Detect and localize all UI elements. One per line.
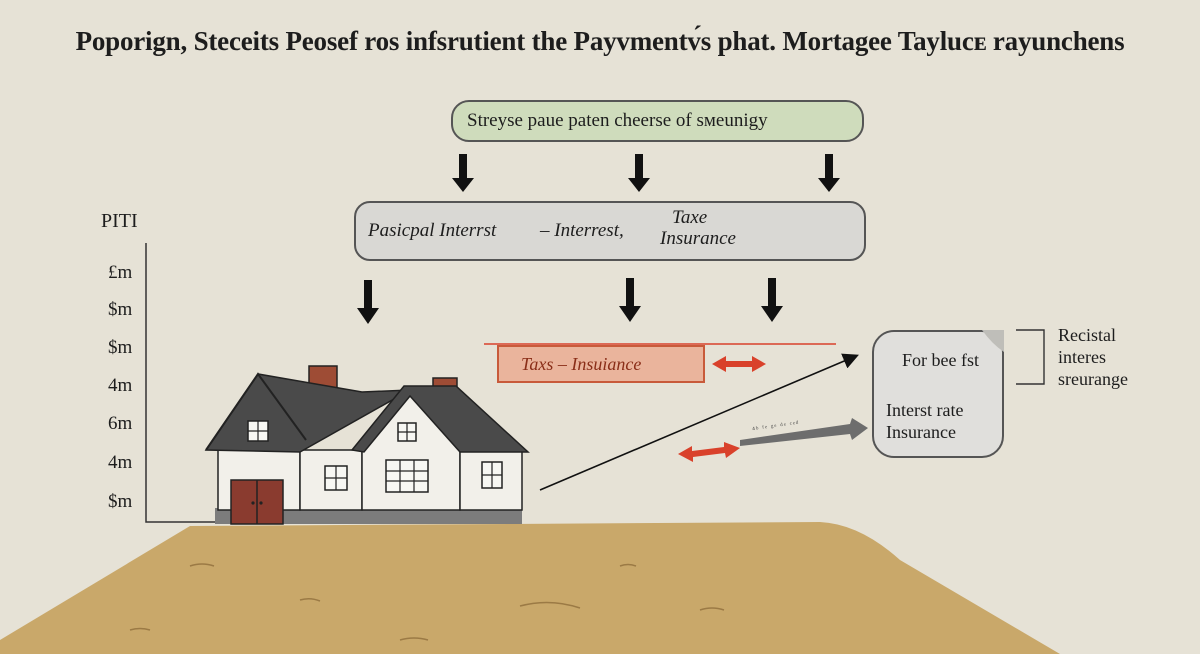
- y-tick-label: $m: [108, 299, 133, 320]
- right-box-line2: Interst rate: [886, 400, 964, 420]
- down-arrow-icon: [357, 278, 783, 324]
- side-note-line: Recistal: [1058, 325, 1116, 345]
- taxes-insurance-box: Taxs – Insuiance: [497, 345, 705, 383]
- insurance-label: Insurance: [660, 228, 736, 249]
- side-note: Recistal interes sreurange: [1058, 324, 1128, 390]
- bracket-line: [1016, 329, 1045, 385]
- grey-arrow-icon: [740, 418, 868, 446]
- rate-insurance-box: For bee fst Interst rate Insurance: [872, 330, 1004, 458]
- y-tick-label: 4m: [108, 452, 133, 473]
- y-axis-label: PITI: [101, 210, 138, 232]
- right-box-line1: For bee fst: [902, 350, 979, 370]
- interest-label: – Interrest,: [540, 220, 624, 241]
- y-tick-label: $m: [108, 491, 133, 512]
- page-title: Poporign, Steceits Peosef ros infsrutien…: [75, 26, 1125, 56]
- right-box-line3: Insurance: [886, 422, 956, 442]
- y-axis-line: [145, 243, 215, 523]
- page-curl-icon: [982, 330, 1004, 352]
- side-note-line: interes: [1058, 347, 1106, 367]
- y-tick-label: 4m: [108, 375, 133, 396]
- y-tick-label: £m: [108, 262, 133, 283]
- ground: [0, 522, 1060, 654]
- principal-interest-label: Pasicpal Interrst: [368, 220, 497, 241]
- house-illustration: [204, 365, 530, 525]
- taxes-insurance-text: Taxs – Insuiance: [521, 353, 642, 374]
- top-box-text: Streyse paue paten cheerse of sᴍeunigy: [467, 110, 768, 131]
- double-arrow-icon: [678, 442, 740, 462]
- taxes-label: Taxe: [672, 207, 708, 228]
- piti-components-box: Pasicpal Interrst – Interrest, Taxe Insu…: [354, 201, 866, 261]
- trend-arrow: [539, 353, 859, 491]
- y-tick-label: 6m: [108, 413, 133, 434]
- top-summary-box: Streyse paue paten cheerse of sᴍeunigy: [451, 100, 864, 142]
- down-arrow-icon: [452, 154, 840, 192]
- double-arrow-icon: [712, 356, 766, 372]
- side-note-line: sreurange: [1058, 369, 1128, 389]
- y-tick-label: $m: [108, 337, 133, 358]
